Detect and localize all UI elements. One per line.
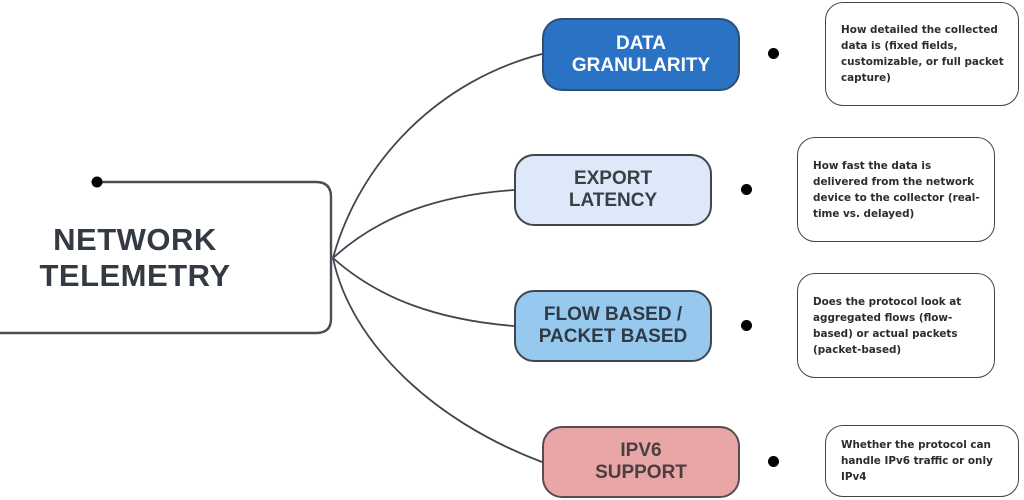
description-flow-packet-based: Does the protocol look at aggregated flo…: [797, 273, 995, 378]
node-label-line2: SUPPORT: [595, 462, 687, 483]
description-text: Does the protocol look at aggregated flo…: [813, 295, 962, 356]
bullet-dot: [768, 48, 779, 59]
description-text: How detailed the collected data is (fixe…: [841, 24, 1004, 84]
connector-ipv6-support: [332, 257, 543, 463]
bullet-dot: [741, 320, 752, 331]
root-title-line1: NETWORK: [53, 222, 217, 257]
root-frame: [0, 180, 333, 335]
root-dot: [91, 176, 103, 188]
node-label-line1: DATA: [616, 32, 666, 54]
node-label-line2: LATENCY: [568, 190, 658, 211]
bullet-dot: [768, 456, 779, 467]
node-label-line1: IPV6: [620, 440, 662, 461]
description-text: Whether the protocol can handle IPv6 tra…: [841, 439, 993, 483]
connector-data-granularity: [332, 53, 543, 259]
description-data-granularity: How detailed the collected data is (fixe…: [825, 2, 1019, 106]
connector-flow-packet: [332, 257, 515, 327]
node-data-granularity[interactable]: DATA GRANULARITY: [542, 18, 740, 91]
node-ipv6-support[interactable]: IPV6 SUPPORT: [542, 426, 740, 498]
root-title: NETWORK TELEMETRY: [20, 222, 250, 294]
node-flow-packet-based[interactable]: FLOW BASED / PACKET BASED: [514, 290, 712, 362]
description-ipv6-support: Whether the protocol can handle IPv6 tra…: [825, 425, 1019, 497]
description-text: How fast the data is delivered from the …: [813, 159, 980, 220]
node-label-line2: PACKET BASED: [538, 326, 688, 347]
bullet-dot: [741, 184, 752, 195]
node-label-line1: EXPORT: [573, 168, 653, 189]
node-label-line1: FLOW BASED /: [543, 304, 683, 325]
root-title-line2: TELEMETRY: [39, 258, 231, 293]
connector-export-latency: [332, 189, 515, 259]
description-export-latency: How fast the data is delivered from the …: [797, 137, 995, 242]
node-export-latency[interactable]: EXPORT LATENCY: [514, 154, 712, 226]
node-label-line2: GRANULARITY: [571, 54, 711, 76]
